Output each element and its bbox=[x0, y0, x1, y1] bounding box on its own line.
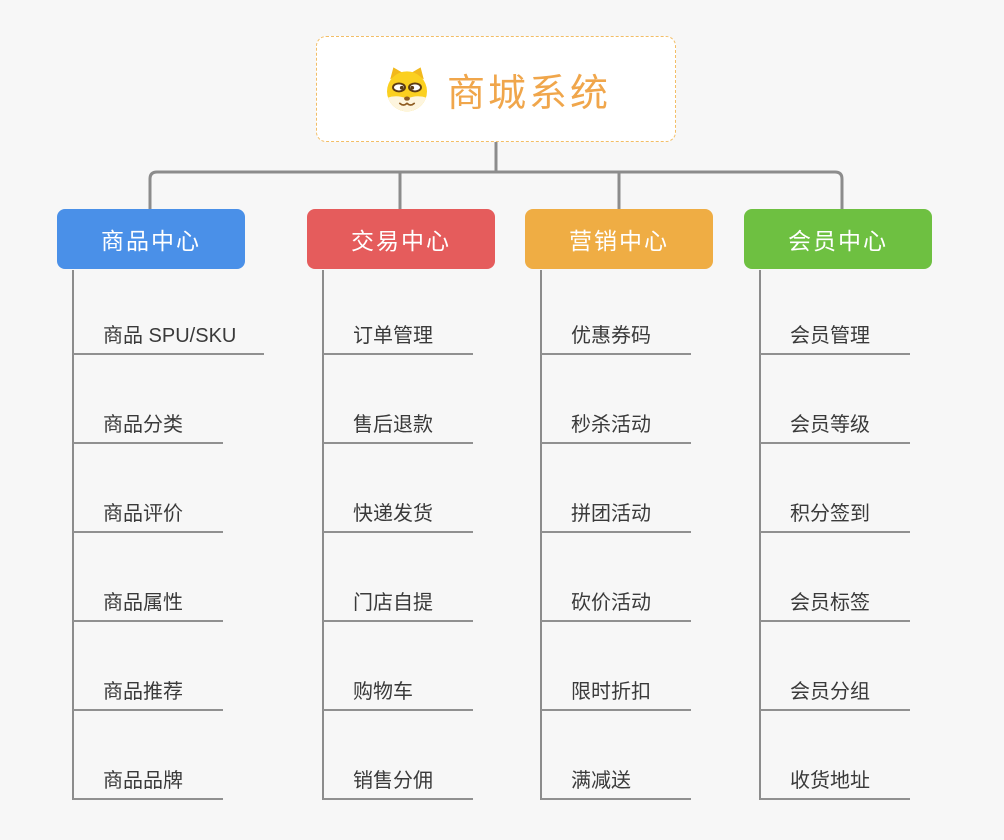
topic-column-trade-center: 订单管理售后退款快递发货门店自提购物车销售分佣 bbox=[323, 266, 543, 800]
root-topic[interactable]: 商城系统 bbox=[316, 36, 676, 142]
bracket-line bbox=[148, 170, 844, 209]
child-topic-label: 拼团活动 bbox=[571, 503, 651, 525]
child-topic[interactable]: 商品 SPU/SKU bbox=[73, 266, 265, 355]
child-topic-label: 积分签到 bbox=[790, 503, 870, 525]
child-topic-label: 会员分组 bbox=[790, 681, 870, 703]
child-topic[interactable]: 会员等级 bbox=[760, 355, 910, 444]
child-topic-label: 收货地址 bbox=[790, 770, 870, 792]
child-topic[interactable]: 积分签到 bbox=[760, 444, 910, 533]
child-topic[interactable]: 满减送 bbox=[541, 711, 691, 800]
child-topic-label: 快递发货 bbox=[353, 503, 433, 525]
child-topic-label: 商品分类 bbox=[103, 414, 183, 436]
child-topic[interactable]: 商品分类 bbox=[73, 355, 223, 444]
child-topic-label: 商品品牌 bbox=[103, 770, 183, 792]
child-topic-label: 秒杀活动 bbox=[571, 414, 651, 436]
child-topic-label: 会员管理 bbox=[790, 325, 870, 347]
child-topic[interactable]: 商品推荐 bbox=[73, 622, 223, 711]
child-topic[interactable]: 会员分组 bbox=[760, 622, 910, 711]
child-topic[interactable]: 购物车 bbox=[323, 622, 473, 711]
child-topic[interactable]: 快递发货 bbox=[323, 444, 473, 533]
child-topic-label: 商品属性 bbox=[103, 592, 183, 614]
branch-label: 会员中心 bbox=[788, 228, 888, 254]
child-topic-label: 商品评价 bbox=[103, 503, 183, 525]
child-topic-label: 会员标签 bbox=[790, 592, 870, 614]
child-topic-label: 订单管理 bbox=[353, 325, 433, 347]
child-topic[interactable]: 收货地址 bbox=[760, 711, 910, 800]
child-topic[interactable]: 限时折扣 bbox=[541, 622, 691, 711]
child-topic[interactable]: 砍价活动 bbox=[541, 533, 691, 622]
child-topic[interactable]: 门店自提 bbox=[323, 533, 473, 622]
branch-label: 交易中心 bbox=[351, 228, 451, 254]
child-topic[interactable]: 秒杀活动 bbox=[541, 355, 691, 444]
child-topic-label: 会员等级 bbox=[790, 414, 870, 436]
topic-column-marketing-center: 优惠券码秒杀活动拼团活动砍价活动限时折扣满减送 bbox=[541, 266, 761, 800]
topic-column-product-center: 商品 SPU/SKU 商品分类商品评价商品属性商品推荐商品品牌 bbox=[73, 266, 293, 800]
child-topic-label: 优惠券码 bbox=[571, 325, 651, 347]
child-topic[interactable]: 优惠券码 bbox=[541, 266, 691, 355]
child-topic[interactable]: 会员管理 bbox=[760, 266, 910, 355]
topic-column-member-center: 会员管理会员等级积分签到会员标签会员分组收货地址 bbox=[760, 266, 980, 800]
root-topic-label: 商城系统 bbox=[446, 72, 611, 115]
child-topic-label: 满减送 bbox=[571, 770, 631, 792]
child-topic-label: 门店自提 bbox=[353, 592, 433, 614]
child-topic-label: 商品推荐 bbox=[103, 681, 183, 703]
child-topic-label: 限时折扣 bbox=[571, 681, 651, 703]
child-topic[interactable]: 会员标签 bbox=[760, 533, 910, 622]
child-topic-label: 销售分佣 bbox=[353, 770, 433, 792]
branch-node-trade-center[interactable]: 交易中心 bbox=[307, 209, 495, 269]
branch-label: 商品中心 bbox=[101, 228, 201, 254]
branch-node-member-center[interactable]: 会员中心 bbox=[744, 209, 932, 269]
child-topic-label: 售后退款 bbox=[353, 414, 433, 436]
doge-icon bbox=[386, 67, 427, 112]
child-topic[interactable]: 销售分佣 bbox=[323, 711, 473, 800]
child-topic-label: 商品 SPU/SKU bbox=[103, 325, 237, 347]
child-topic[interactable]: 订单管理 bbox=[323, 266, 473, 355]
child-topic[interactable]: 商品品牌 bbox=[73, 711, 223, 800]
branch-node-marketing-center[interactable]: 营销中心 bbox=[525, 209, 713, 269]
child-topic[interactable]: 拼团活动 bbox=[541, 444, 691, 533]
child-topic[interactable]: 售后退款 bbox=[323, 355, 473, 444]
branch-label: 营销中心 bbox=[569, 228, 669, 254]
child-topic[interactable]: 商品属性 bbox=[73, 533, 223, 622]
child-topic[interactable]: 商品评价 bbox=[73, 444, 223, 533]
branch-node-product-center[interactable]: 商品中心 bbox=[57, 209, 245, 269]
child-topic-label: 购物车 bbox=[353, 681, 413, 703]
child-topic-label: 砍价活动 bbox=[571, 592, 651, 614]
